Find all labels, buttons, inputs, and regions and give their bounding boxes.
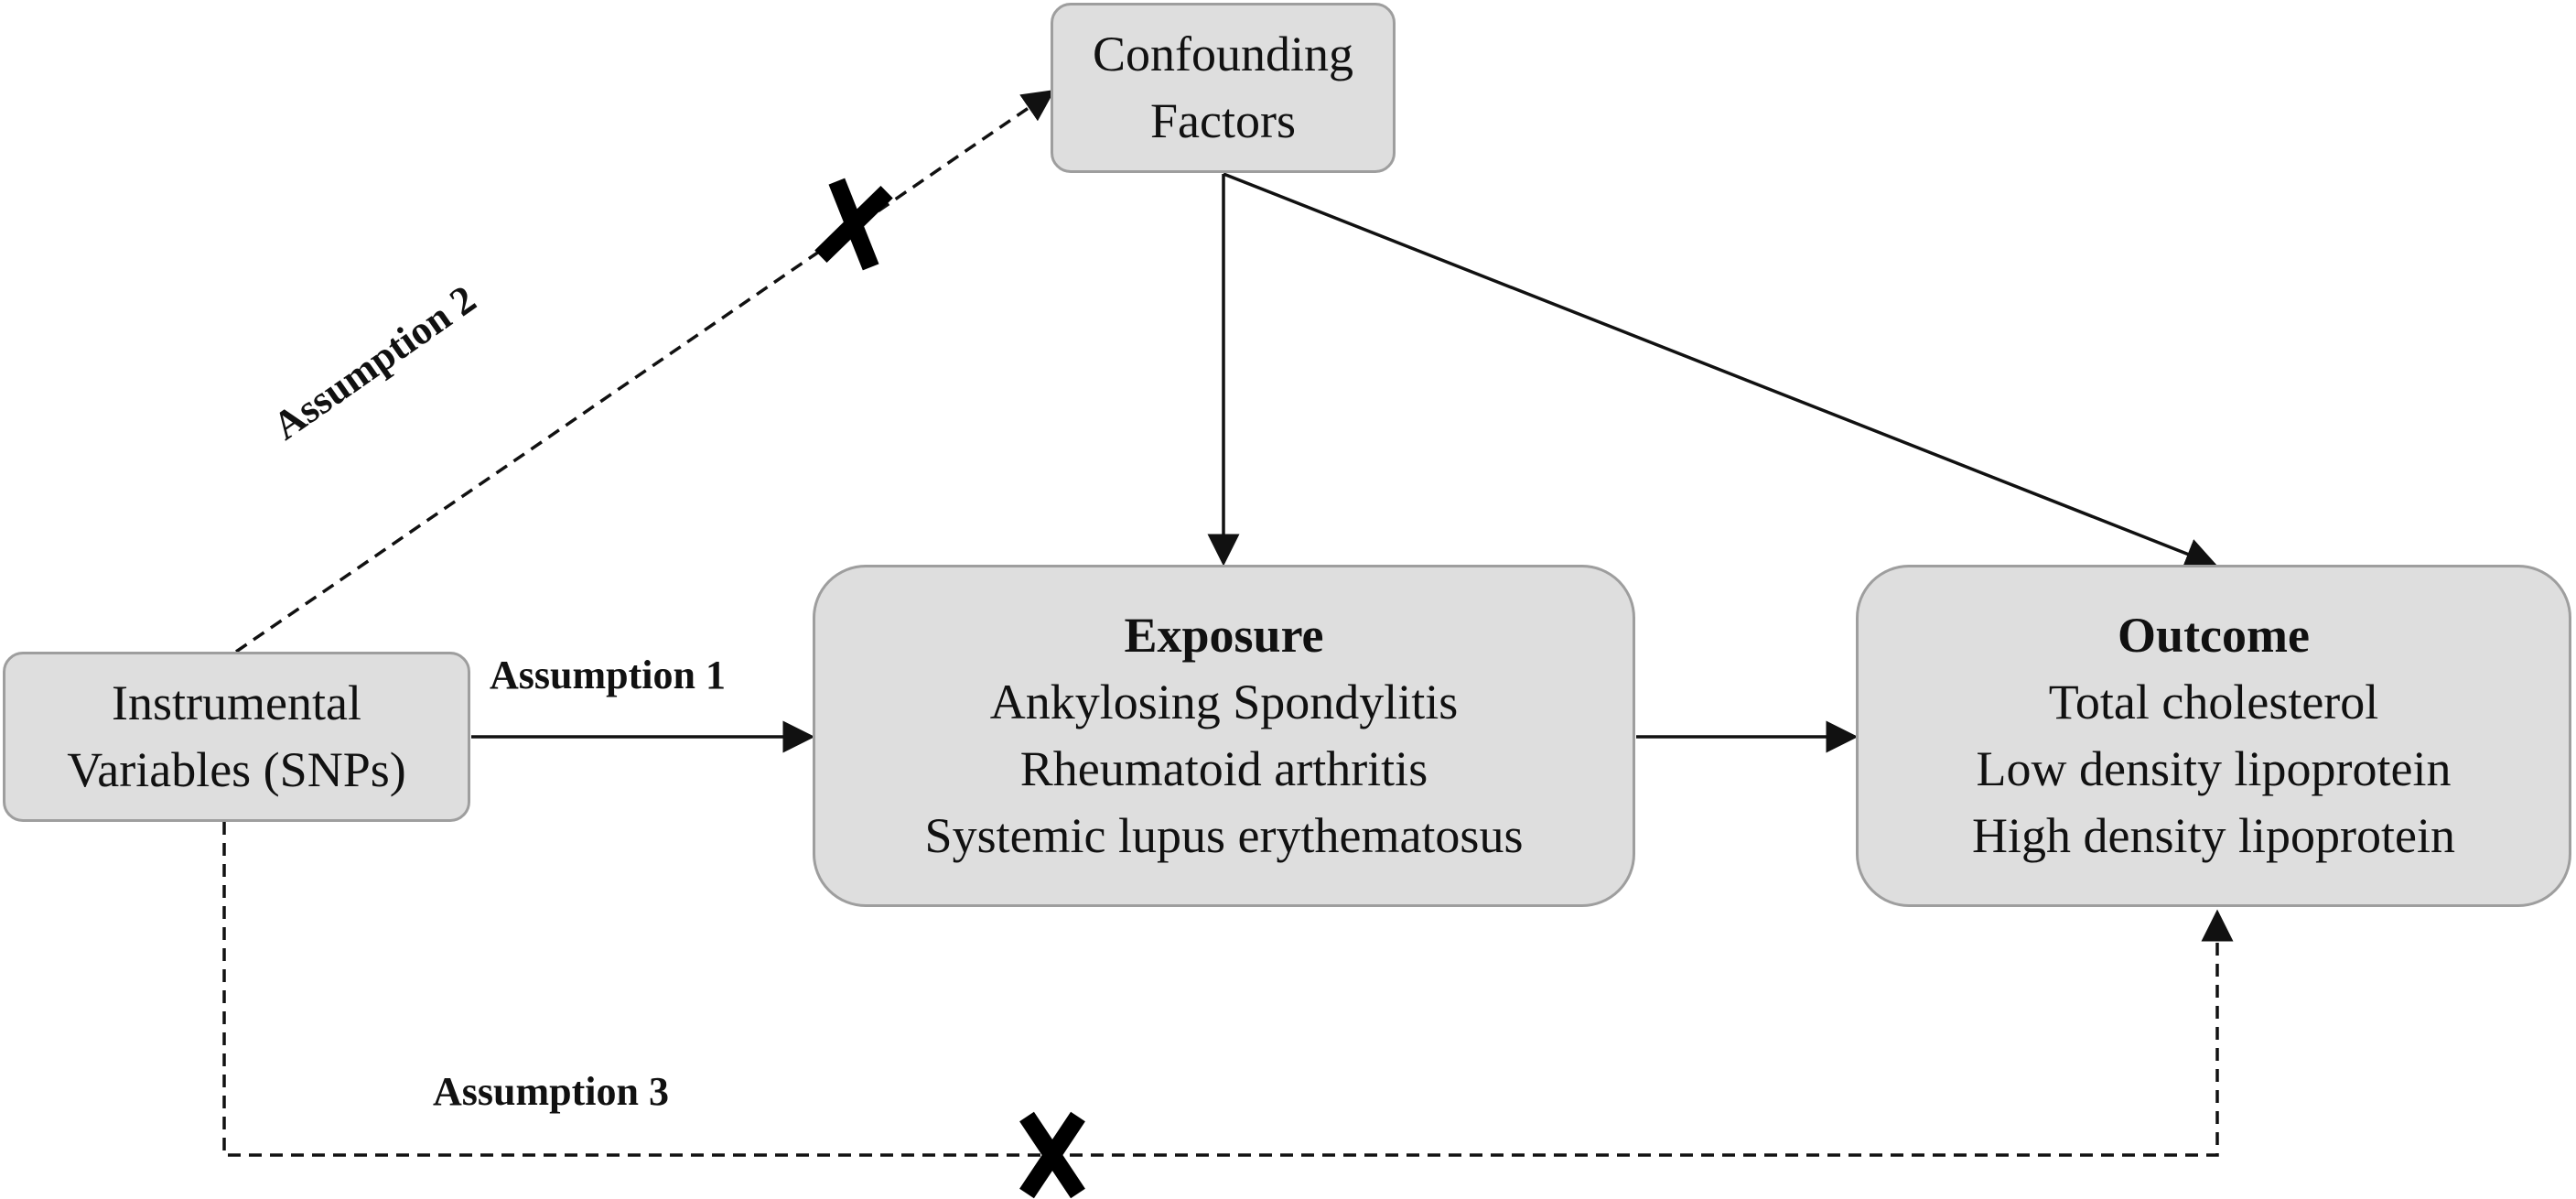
outcome-item: Total cholesterol <box>2048 675 2379 729</box>
confounders-line-1: Confounding <box>1092 27 1353 81</box>
outcome-title: Outcome <box>2118 608 2310 663</box>
instrument-line-2: Variables (SNPs) <box>67 742 406 797</box>
assumption-1-label: Assumption 1 <box>490 653 726 697</box>
dashed-arrow-instrument-to-confounders <box>235 90 1055 654</box>
confounding-factors-box: Confounding Factors <box>1051 3 1396 173</box>
exposure-item: Systemic lupus erythematosus <box>924 808 1524 863</box>
arrow-confounders-to-outcome <box>1223 172 2218 569</box>
x-mark-icon <box>1019 1111 1085 1199</box>
outcome-item: Low density lipoprotein <box>1976 741 2452 796</box>
confounders-line-2: Factors <box>1150 93 1296 148</box>
exposure-title: Exposure <box>1124 608 1324 663</box>
outcome-item: High density lipoprotein <box>1972 808 2455 863</box>
outcome-box: Outcome Total cholesterol Low density li… <box>1856 565 2571 907</box>
exposure-item: Ankylosing Spondylitis <box>989 675 1459 729</box>
exposure-item: Rheumatoid arthritis <box>1019 741 1428 796</box>
instrumental-variables-box: Instrumental Variables (SNPs) <box>3 652 470 822</box>
dashed-path-instrument-to-outcome <box>222 822 2234 1157</box>
exposure-box: Exposure Ankylosing Spondylitis Rheumato… <box>813 565 1635 907</box>
assumption-3-label: Assumption 3 <box>433 1069 669 1114</box>
x-mark-icon <box>814 178 893 271</box>
instrument-line-1: Instrumental <box>112 675 361 730</box>
